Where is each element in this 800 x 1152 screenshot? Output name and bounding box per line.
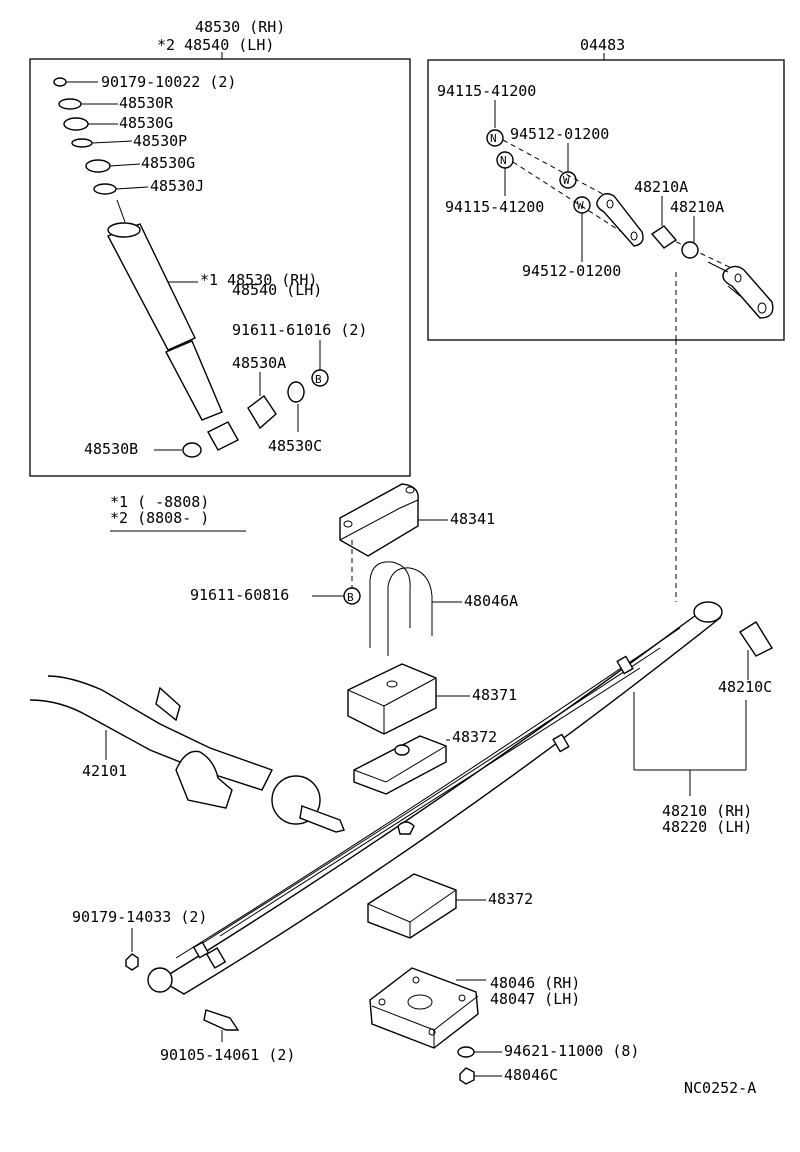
- label-nut-90179-10022: 90179-10022 (2): [101, 73, 236, 91]
- marker-washer-b: W: [577, 199, 584, 212]
- label-48530j: 48530J: [150, 177, 204, 195]
- bushing-b-icon: [182, 442, 202, 458]
- bump-stopper-icon: [339, 483, 419, 557]
- label-48210a-2: 48210A: [670, 198, 724, 216]
- bushing-c-icon: [287, 381, 305, 403]
- label-48371: 48371: [472, 686, 517, 704]
- nut-48046c-icon: [459, 1067, 475, 1085]
- bushing-b-sleeve-icon: [207, 421, 239, 451]
- bolt-marker-b-icon: [343, 587, 361, 605]
- retainer-j-icon: [93, 183, 117, 195]
- label-nut-94115-a: 94115-41200: [437, 82, 536, 100]
- shackle-bushing-b-icon: [681, 241, 699, 259]
- shackle-kit-box: [427, 59, 785, 341]
- label-spring-rh: 48210 (RH): [662, 802, 752, 820]
- label-nut-94621: 94621-11000 (8): [504, 1042, 639, 1060]
- bolt-marker-icon: [311, 369, 329, 387]
- retainer-r-icon: [58, 98, 82, 110]
- legend: *1 ( -8808) *2 (8808- ): [110, 493, 246, 532]
- nut-marker-a-icon: [486, 129, 504, 147]
- spring-front-eye-icon: [147, 967, 173, 993]
- marker-bolt-b: B: [347, 591, 354, 604]
- spring-seat-upper-icon: [347, 663, 437, 735]
- spring-pad-lower-icon: [367, 873, 457, 939]
- label-bolt-91611-60816: 91611-60816: [190, 586, 289, 604]
- label-plate-rh: 48046 (RH): [490, 974, 580, 992]
- label-washer-94512-a: 94512-01200: [510, 125, 609, 143]
- label-plate-lh: 48047 (LH): [490, 990, 580, 1008]
- shock-absorber-group: 48530 (RH) *2 48540 (LH) 90179-10022 (2)…: [29, 18, 411, 477]
- label-bolt-91611-61016: 91611-61016 (2): [232, 321, 367, 339]
- legend-note-1: *1 ( -8808): [110, 493, 209, 511]
- cushion-g-icon: [63, 117, 89, 131]
- nut-top-icon: [53, 77, 67, 87]
- label-48530a: 48530A: [232, 354, 286, 372]
- shackle-bushing-a-icon: [650, 225, 678, 249]
- spring-pad-icon: [353, 735, 447, 795]
- label-spring-lh: 48220 (LH): [662, 818, 752, 836]
- bushing-a-icon: [247, 394, 277, 430]
- label-48530c: 48530C: [268, 437, 322, 455]
- marker-nut-b: N: [500, 154, 507, 167]
- marker-bolt-a: B: [315, 373, 322, 386]
- label-48372-top: 48372: [452, 728, 497, 746]
- shackle-plate-front-icon: [596, 193, 644, 247]
- lower-parts-group: 90179-14033 (2) 48372 48046 (RH) 48047 (…: [72, 873, 639, 1085]
- label-42101: 42101: [82, 762, 127, 780]
- label-shock-top-rh: 48530 (RH): [195, 18, 285, 36]
- cushion-g2-icon: [85, 159, 111, 173]
- label-washer-94512-b: 94512-01200: [522, 262, 621, 280]
- nut-94621-icon: [457, 1046, 475, 1058]
- label-48530r: 48530R: [119, 94, 174, 112]
- nut-90179-14033-icon: [125, 953, 139, 971]
- label-48372-bottom: 48372: [488, 890, 533, 908]
- label-48210c: 48210C: [718, 678, 772, 696]
- label-shackle-kit: 04483: [580, 36, 625, 54]
- label-shock-rh: *1 48530 (RH): [200, 271, 317, 289]
- axle-housing-icon: [29, 675, 273, 791]
- marker-washer-a: W: [563, 174, 570, 187]
- label-48046a: 48046A: [464, 592, 518, 610]
- marker-nut-a: N: [490, 132, 497, 145]
- spring-bushing-icon: [739, 621, 773, 657]
- drawing-code: NC0252-A: [684, 1079, 756, 1097]
- label-bolt-90105-14061: 90105-14061 (2): [160, 1046, 295, 1064]
- leaf-spring-icon: [158, 611, 722, 995]
- legend-note-2: *2 (8808- ): [110, 509, 209, 527]
- leaf-spring-group: 48210C 48210 (RH) 48220 (LH): [147, 601, 773, 995]
- label-shock-lh: 48540 (LH): [232, 281, 322, 299]
- bumper-group: 48341 91611-60816 B 48046A 48371 48372: [190, 483, 518, 795]
- label-48046c: 48046C: [504, 1066, 558, 1084]
- label-48530g-b: 48530G: [141, 154, 195, 172]
- shock-absorber-icon: [107, 199, 223, 421]
- label-48530p: 48530P: [133, 132, 187, 150]
- label-nut-94115-b: 94115-41200: [445, 198, 544, 216]
- shock-absorber-box: [29, 58, 411, 477]
- label-48530b: 48530B: [84, 440, 138, 458]
- label-48530g-a: 48530G: [119, 114, 173, 132]
- shackle-kit-group: 04483 94115-41200 N 94512-01200 W N 9411…: [427, 36, 785, 341]
- label-48341: 48341: [450, 510, 495, 528]
- spring-rear-eye-icon: [693, 601, 723, 623]
- bolt-90105-14061-icon: [203, 1009, 240, 1031]
- u-bolt-icon: [369, 561, 433, 656]
- label-shock-top-lh: *2 48540 (LH): [157, 36, 274, 54]
- label-48210a-1: 48210A: [634, 178, 688, 196]
- spring-plate-icon: [369, 967, 479, 1049]
- plate-p-icon: [71, 138, 93, 148]
- axle-group: 42101: [29, 675, 345, 833]
- label-nut-90179-14033: 90179-14033 (2): [72, 908, 207, 926]
